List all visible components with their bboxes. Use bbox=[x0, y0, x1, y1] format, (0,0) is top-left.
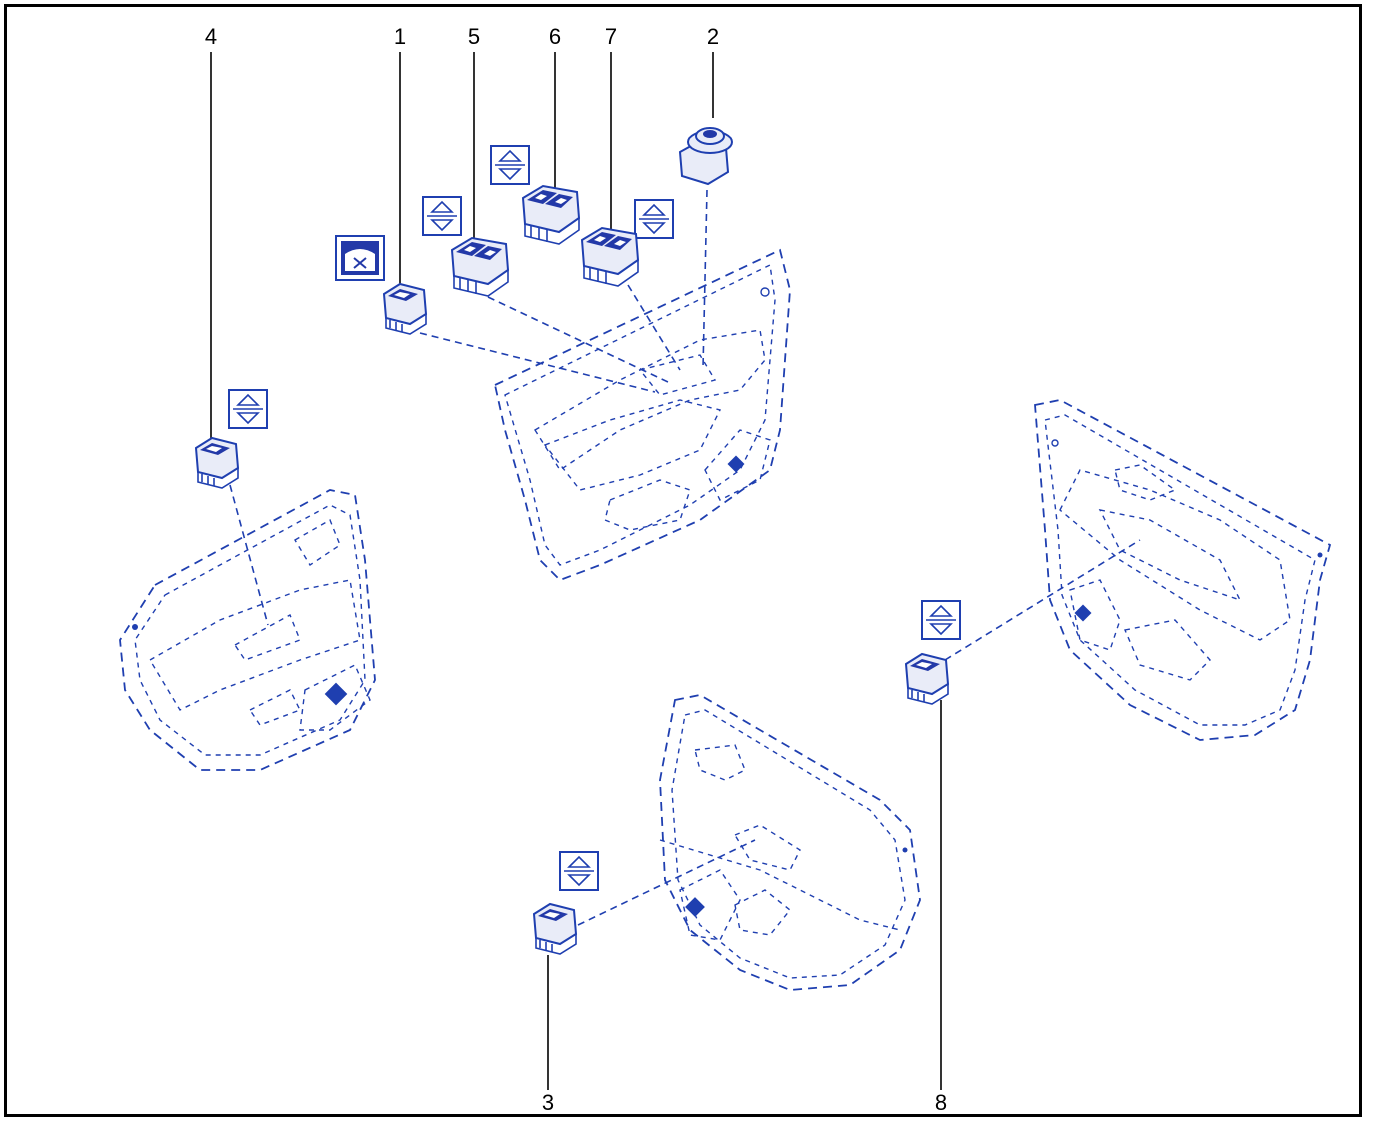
window-up-down-icon bbox=[634, 199, 674, 239]
assembly-lines bbox=[229, 189, 1141, 926]
window-lockout-icon bbox=[335, 235, 385, 281]
callout-2: 2 bbox=[707, 24, 719, 49]
window-up-down-icon bbox=[228, 389, 268, 429]
double-window-switch-5 bbox=[451, 237, 509, 297]
window-lock-switch bbox=[383, 283, 427, 335]
callout-5: 5 bbox=[468, 24, 480, 49]
callout-3: 3 bbox=[542, 1090, 554, 1115]
callout-8: 8 bbox=[935, 1090, 947, 1115]
double-window-switch-6 bbox=[522, 185, 580, 245]
callout-4: 4 bbox=[205, 24, 217, 49]
callout-7: 7 bbox=[605, 24, 617, 49]
callout-1: 1 bbox=[394, 24, 406, 49]
rear-right-door-panel bbox=[659, 694, 921, 991]
mirror-control-switch bbox=[678, 127, 733, 186]
window-up-down-icon bbox=[921, 600, 961, 640]
window-up-down-icon bbox=[422, 196, 462, 236]
window-up-down-icon bbox=[559, 851, 599, 891]
callout-6: 6 bbox=[549, 24, 561, 49]
front-right-door-panel bbox=[1034, 399, 1332, 741]
window-switch-8 bbox=[905, 653, 949, 705]
front-left-door-panel bbox=[493, 248, 791, 582]
window-switch-4 bbox=[195, 437, 239, 489]
rear-left-door-panel bbox=[119, 489, 376, 771]
double-window-switch-7 bbox=[581, 227, 639, 287]
window-up-down-icon bbox=[490, 145, 530, 185]
leader-lines bbox=[210, 52, 942, 1090]
window-switch-3 bbox=[533, 903, 577, 955]
diagram-frame bbox=[4, 4, 1362, 1117]
